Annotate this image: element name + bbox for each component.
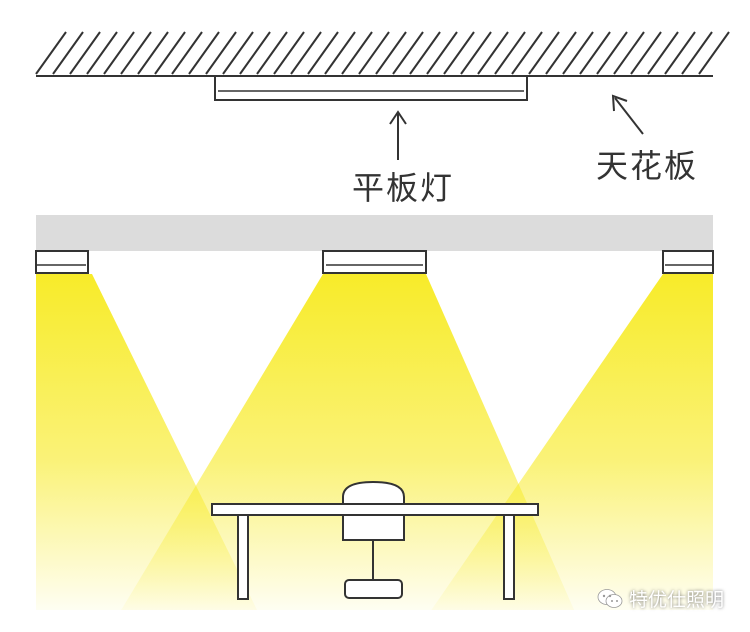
light-beam-right — [431, 274, 713, 610]
hatch-lines — [35, 31, 730, 75]
hatch-line — [154, 31, 186, 75]
hatch-line — [69, 31, 101, 75]
hatch-line — [86, 31, 118, 75]
hatch-line — [307, 31, 339, 75]
hatch-line — [256, 31, 288, 75]
hatch-line — [664, 31, 696, 75]
hatch-line — [647, 31, 679, 75]
hatch-line — [35, 31, 67, 75]
ceiling-arrow — [611, 94, 644, 135]
hatch-line — [52, 31, 84, 75]
ceiling-band — [36, 215, 713, 251]
ceiling-hatching — [35, 31, 730, 77]
hatch-line — [103, 31, 135, 75]
hatch-line — [528, 31, 560, 75]
hatch-line — [613, 31, 645, 75]
hatch-line — [579, 31, 611, 75]
hatch-line — [273, 31, 305, 75]
hatch-line — [511, 31, 543, 75]
desk-leg-right — [503, 514, 515, 600]
chair — [342, 480, 405, 599]
hatch-line — [222, 31, 254, 75]
watermark-text: 特优仕照明 — [628, 589, 724, 611]
chair-base — [344, 579, 403, 599]
panel-light-top — [214, 75, 528, 101]
desk-top — [211, 503, 539, 516]
hatch-line — [188, 31, 220, 75]
hatch-line — [239, 31, 271, 75]
desk-leg-left — [237, 514, 249, 600]
light-beams — [36, 274, 713, 610]
hatch-line — [375, 31, 407, 75]
hatch-line — [341, 31, 373, 75]
scene-light-left — [35, 250, 89, 274]
hatch-line — [681, 31, 713, 75]
watermark: 特优仕照明 — [597, 585, 724, 612]
hatch-line — [290, 31, 322, 75]
ceiling-label: 天花板 — [596, 147, 699, 185]
hatch-line — [698, 31, 730, 75]
panel-light-label: 平板灯 — [352, 169, 455, 207]
hatch-line — [477, 31, 509, 75]
hatch-line — [426, 31, 458, 75]
hatch-line — [205, 31, 237, 75]
hatch-line — [171, 31, 203, 75]
hatch-line — [409, 31, 441, 75]
hatch-line — [324, 31, 356, 75]
hatch-line — [460, 31, 492, 75]
hatch-line — [630, 31, 662, 75]
hatch-line — [392, 31, 424, 75]
panel-light-arrow — [389, 110, 407, 160]
hatch-line — [494, 31, 526, 75]
hatch-line — [596, 31, 628, 75]
scene-light-right — [662, 250, 714, 274]
hatch-line — [120, 31, 152, 75]
light-beam-center — [121, 274, 575, 610]
hatch-line — [358, 31, 390, 75]
hatch-line — [562, 31, 594, 75]
scene-light-center — [322, 250, 427, 274]
hatch-line — [443, 31, 475, 75]
desk — [211, 503, 539, 600]
scene-lights — [35, 250, 714, 274]
hatch-line — [137, 31, 169, 75]
hatch-line — [545, 31, 577, 75]
wechat-icon — [597, 588, 623, 608]
